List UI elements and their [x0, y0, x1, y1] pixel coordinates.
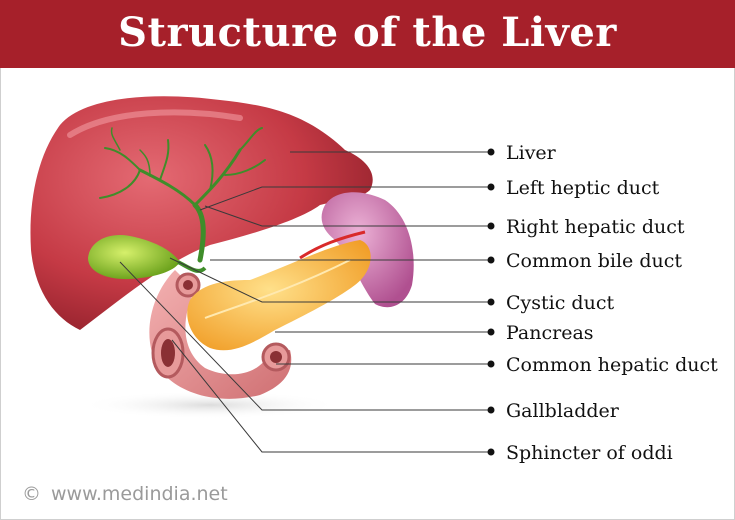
label-liver: Liver	[506, 142, 556, 164]
dot-left-heptic-duct	[487, 183, 495, 191]
site-link[interactable]: www.medindia.net	[51, 483, 228, 505]
splenic-vessel	[299, 230, 366, 260]
label-right-hepatic-duct: Right hepatic duct	[506, 216, 685, 238]
dot-cystic-duct	[487, 298, 495, 306]
pancreatic-duct	[204, 259, 351, 319]
dot-gallbladder	[487, 406, 495, 414]
common-hepatic-duct-opening-inner	[270, 351, 282, 363]
dot-pancreas	[487, 328, 495, 336]
leader-left-heptic-duct	[199, 186, 490, 211]
leader-dots	[487, 148, 495, 456]
leader-lines	[119, 151, 490, 453]
label-left-heptic-duct: Left heptic duct	[506, 177, 660, 199]
leader-cystic-duct	[169, 257, 490, 303]
liver-highlight	[67, 109, 243, 138]
label-sphincter-of-oddi: Sphincter of oddi	[506, 442, 673, 464]
pancreas-shape	[187, 240, 371, 351]
copyright-footer: © www.medindia.net	[22, 483, 228, 505]
gallbladder-shape	[88, 234, 180, 280]
ground-shadow	[80, 391, 340, 419]
duodenum-opening-inner	[183, 280, 193, 290]
label-pancreas: Pancreas	[506, 322, 594, 344]
title-banner: Structure of the Liver	[0, 0, 735, 68]
bile-duct-tree	[99, 127, 266, 263]
label-gallbladder: Gallbladder	[506, 400, 619, 422]
leader-gallbladder	[119, 261, 490, 411]
duodenum-end-inner	[161, 339, 175, 367]
page-title: Structure of the Liver	[118, 9, 617, 56]
leader-right-hepatic-duct	[204, 205, 490, 227]
dot-common-hepatic-duct	[487, 360, 495, 368]
copyright-icon: ©	[22, 483, 41, 505]
label-common-bile-duct: Common bile duct	[506, 250, 683, 272]
leader-sphincter-of-oddi	[171, 339, 490, 453]
dot-sphincter-of-oddi	[487, 448, 495, 456]
label-cystic-duct: Cystic duct	[506, 292, 615, 314]
dot-right-hepatic-duct	[487, 222, 495, 230]
label-common-hepatic-duct: Common hepatic duct	[506, 354, 718, 376]
dot-common-bile-duct	[487, 256, 495, 264]
dot-liver	[487, 148, 495, 156]
duodenum-shape	[149, 270, 292, 399]
